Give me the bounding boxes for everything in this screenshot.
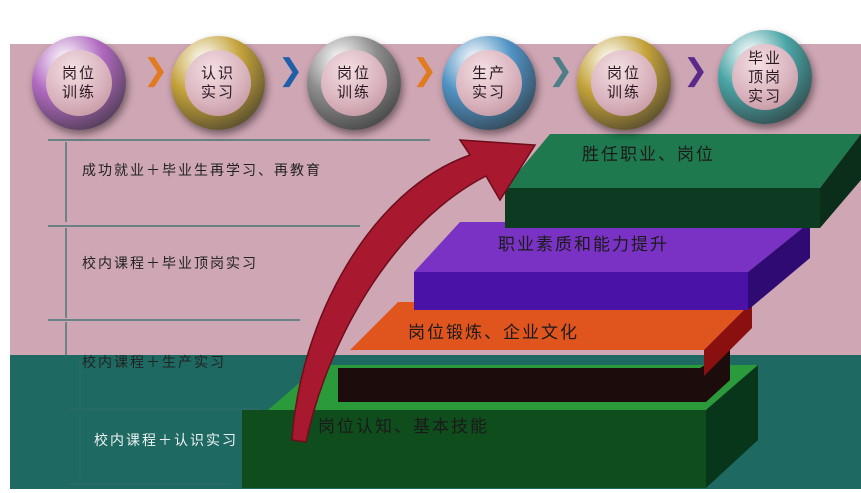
- step-3-block: [350, 302, 752, 376]
- growth-arrow: [291, 139, 537, 443]
- stage-label: 岗位训练: [606, 64, 641, 101]
- phase-label-2: 校内课程＋毕业顶岗实习: [82, 256, 258, 272]
- stage-label: 岗位训练: [336, 64, 371, 101]
- stage-circle-face: 认识实习: [185, 50, 251, 116]
- stage-arrow-4: ❯: [548, 53, 574, 88]
- stage-circle-face: 生产实习: [456, 50, 522, 116]
- stage-label: 生产实习: [471, 64, 506, 101]
- stage-label: 毕业顶岗实习: [747, 48, 782, 105]
- stage-label: 认识实习: [200, 64, 235, 101]
- step-label-2: 职业素质和能力提升: [498, 235, 669, 255]
- stage-circle-1: 岗位训练: [32, 36, 126, 130]
- stage-arrow-5: ❯: [683, 53, 709, 88]
- stage-circle-face: 岗位训练: [591, 50, 657, 116]
- step-shadow-block: [338, 350, 730, 402]
- step-2-block: [414, 222, 810, 310]
- stage-label: 岗位训练: [61, 64, 96, 101]
- stage-circle-4: 生产实习: [442, 36, 536, 130]
- stage-circle-face: 岗位训练: [321, 50, 387, 116]
- stage-arrow-2: ❯: [278, 53, 304, 88]
- step-label-1: 胜任职业、岗位: [582, 145, 715, 165]
- phase-label-4: 校内课程＋认识实习: [94, 433, 238, 449]
- step-label-3: 岗位锻炼、企业文化: [408, 323, 579, 343]
- phase-label-1: 成功就业＋毕业生再学习、再教育: [82, 163, 322, 179]
- stage-circle-3: 岗位训练: [307, 36, 401, 130]
- stage-arrow-3: ❯: [412, 53, 438, 88]
- stage-circle-6: 毕业顶岗实习: [718, 30, 812, 124]
- stage-circle-5: 岗位训练: [577, 36, 671, 130]
- phase-label-3: 校内课程＋生产实习: [82, 355, 226, 371]
- stage-circle-2: 认识实习: [171, 36, 265, 130]
- stage-circle-face: 毕业顶岗实习: [732, 44, 798, 110]
- step-label-4: 岗位认知、基本技能: [318, 417, 489, 437]
- stage-arrow-1: ❯: [143, 53, 169, 88]
- step-1-block: [505, 134, 861, 228]
- phase-brackets: [48, 139, 430, 485]
- stage-circle-face: 岗位训练: [46, 50, 112, 116]
